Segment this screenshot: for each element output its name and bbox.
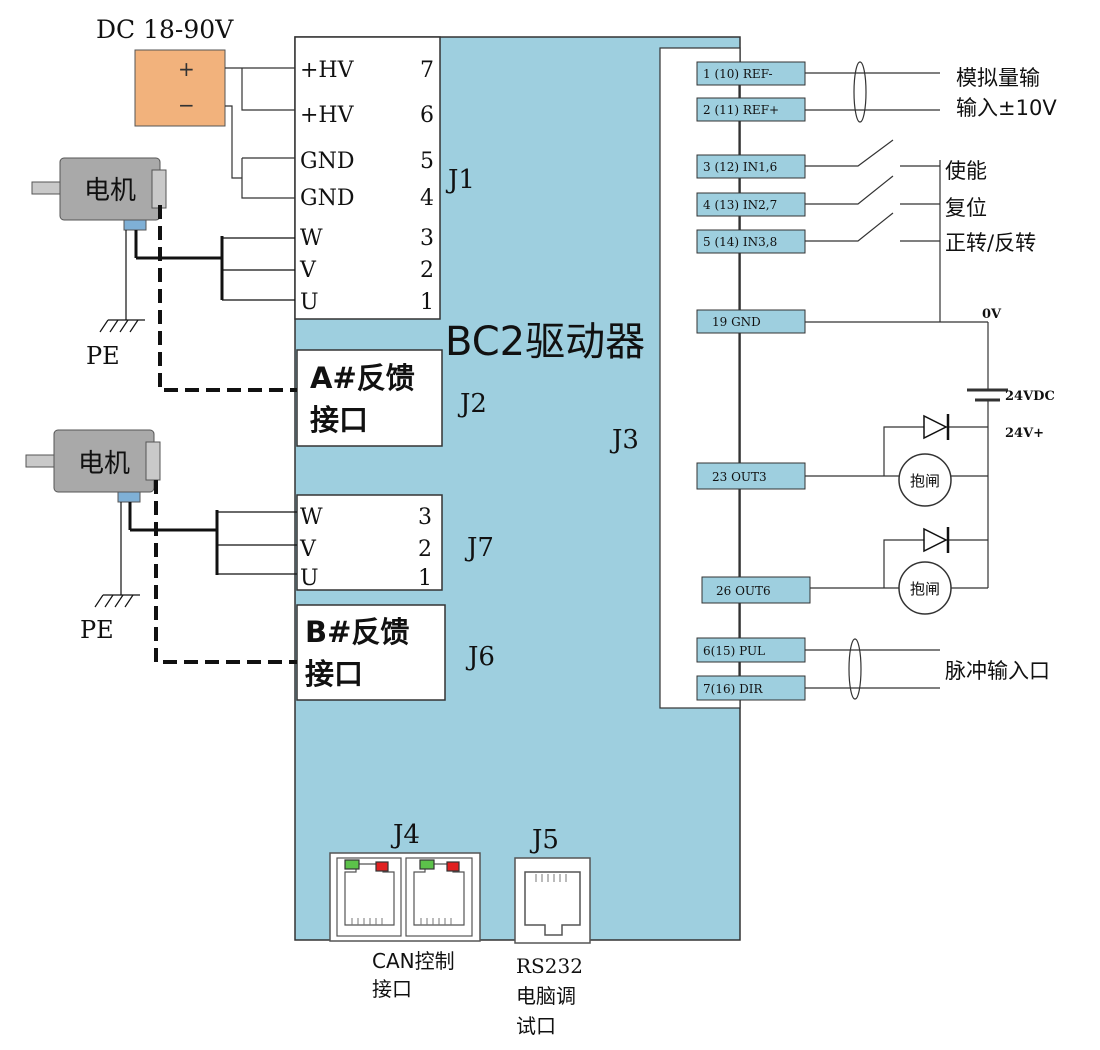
j7-pin-name: V: [299, 537, 317, 562]
reset-label: 复位: [945, 196, 987, 220]
j3-pin-label: 1 (10) REF-: [703, 67, 773, 81]
feedback-b-line1: B#反馈: [305, 615, 409, 649]
j7-pin-num: 1: [418, 566, 432, 591]
motor-b: [25, 429, 161, 503]
motor-a: [31, 157, 167, 231]
power-box: [134, 49, 226, 127]
j6-label: J6: [465, 642, 495, 672]
direction-label: 正转/反转: [945, 231, 1036, 255]
j1-block: [294, 36, 441, 320]
analog-label-2: 输入±10V: [956, 96, 1057, 120]
j1-pin-num: 2: [420, 258, 434, 283]
vdc-label: 24VDC: [1005, 389, 1055, 404]
j1-pin-num: 4: [420, 186, 434, 211]
j3-panel: [659, 47, 741, 709]
can-port-1: [336, 857, 402, 937]
j3-pin-box: [696, 637, 806, 663]
j3-pin-label: 2 (11) REF+: [703, 103, 779, 117]
can-port-2: [405, 857, 473, 937]
can-label-1: CAN控制: [372, 949, 455, 973]
brake-coil-out3: [898, 453, 952, 507]
motor-b-pe: PE: [80, 616, 114, 644]
j3-pin-label: 7(16) DIR: [703, 682, 763, 696]
rs232-label-2: 电脑调: [516, 984, 576, 1008]
pulse-label: 脉冲输入口: [945, 659, 1050, 683]
j1-label: J1: [445, 165, 475, 195]
j1-pin-name: V: [299, 258, 317, 283]
power-label: DC 18-90V: [96, 15, 234, 44]
feedback-b-dashed-cable: [154, 480, 297, 664]
j2-label: J2: [457, 389, 487, 419]
j1-pin-name: GND: [300, 149, 354, 174]
j1-pin-name: GND: [300, 186, 354, 211]
brake-coil-out6: [898, 561, 952, 615]
j7-pin-num: 2: [418, 537, 432, 562]
motor-a-phase-wiring: [99, 230, 295, 333]
j4-label: J4: [390, 820, 420, 850]
v-plus-label: 24V+: [1005, 426, 1044, 441]
rs232-port: [514, 857, 591, 944]
j3-pin-label: 26 OUT6: [716, 584, 771, 598]
diode-out6: [923, 527, 950, 553]
feedback-a-dashed-cable: [158, 205, 297, 392]
j7-pin-name: U: [300, 566, 319, 591]
power-wiring: [225, 67, 295, 199]
rs232-label-3: 试口: [516, 1014, 556, 1038]
diode-out3: [923, 414, 950, 440]
power-minus: −: [178, 93, 195, 117]
j1-pin-num: 7: [420, 58, 434, 83]
j7-block: [296, 494, 443, 591]
zero-v-label: 0V: [982, 307, 1002, 322]
feedback-a-line2: 接口: [310, 403, 368, 437]
j1-pin-name: +HV: [300, 103, 355, 128]
j1-pin-name: U: [300, 290, 319, 315]
j3-label: J3: [609, 425, 639, 455]
enable-label: 使能: [945, 159, 987, 183]
motor-b-phase-wiring: [94, 502, 297, 608]
can-label-2: 接口: [372, 977, 412, 1001]
feedback-a-box: [296, 349, 443, 447]
can-port-pins: [351, 918, 452, 925]
j3-pin-label: 4 (13) IN2,7: [703, 198, 777, 212]
j3-pin-box: [696, 675, 806, 701]
j1-pin-num: 1: [420, 290, 434, 315]
analog-label-1: 模拟量输: [956, 66, 1040, 90]
rs232-label-1: RS232: [516, 954, 583, 978]
feedback-b-box: [296, 604, 446, 701]
motor-b-label: 电机: [78, 449, 130, 479]
j3-pin-box: [696, 462, 806, 490]
j3-pin-label: 23 OUT3: [712, 470, 767, 484]
j7-pin-num: 3: [418, 505, 432, 530]
motor-a-label: 电机: [84, 176, 136, 206]
feedback-b-line2: 接口: [305, 657, 363, 691]
driver-title: BC2驱动器: [445, 319, 645, 365]
motor-a-pe: PE: [86, 342, 120, 370]
rs232-pins: [535, 874, 567, 882]
j3-pin-label: 19 GND: [712, 315, 761, 329]
j1-pin-name: +HV: [300, 58, 355, 83]
brake-label: 抱闸: [910, 580, 940, 598]
j3-pin-label: 3 (12) IN1,6: [703, 160, 777, 174]
brake-label: 抱闸: [910, 472, 940, 490]
j3-pin-label: 5 (14) IN3,8: [703, 235, 777, 249]
j1-pin-num: 3: [420, 226, 434, 251]
j3-pin-box: [701, 576, 811, 604]
j7-pin-name: W: [300, 505, 323, 530]
j7-label: J7: [464, 533, 494, 563]
j5-label: J5: [529, 825, 559, 855]
feedback-a-line1: A#反馈: [310, 361, 415, 395]
j1-pin-num: 6: [420, 103, 434, 128]
power-plus: +: [178, 57, 195, 81]
j1-pin-name: W: [300, 226, 323, 251]
j1-pin-num: 5: [420, 149, 434, 174]
j3-pin-label: 6(15) PUL: [703, 644, 765, 658]
